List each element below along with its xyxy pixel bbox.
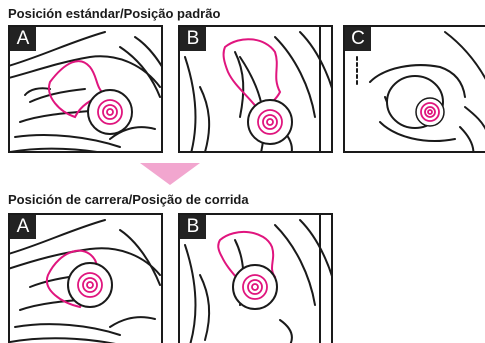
panel-label-c: C	[345, 27, 371, 51]
panel-standard-b: B	[178, 25, 333, 153]
standard-position-heading: Posición estándar/Posição padrão	[8, 6, 221, 21]
panel-standard-a: A	[8, 25, 163, 153]
panel-label-b: B	[180, 27, 206, 51]
panel-standard-c: C	[343, 25, 485, 153]
down-arrow-icon	[140, 163, 200, 185]
panel-running-b: B	[178, 213, 333, 343]
panel-label-a: A	[10, 27, 36, 51]
panel-running-a: A	[8, 213, 163, 343]
earbud-ear-illustration-standard-a	[10, 31, 161, 151]
earbud-ear-illustration-running-b	[184, 215, 331, 343]
earbud-ear-illustration-running-a	[10, 219, 161, 343]
earbud-ear-illustration-standard-b	[184, 27, 331, 151]
running-position-heading: Posición de carrera/Posição de corrida	[8, 192, 249, 207]
panel-label-b: B	[180, 215, 206, 239]
earbud-side-illustration-standard-c	[356, 31, 485, 151]
panel-label-a: A	[10, 215, 36, 239]
